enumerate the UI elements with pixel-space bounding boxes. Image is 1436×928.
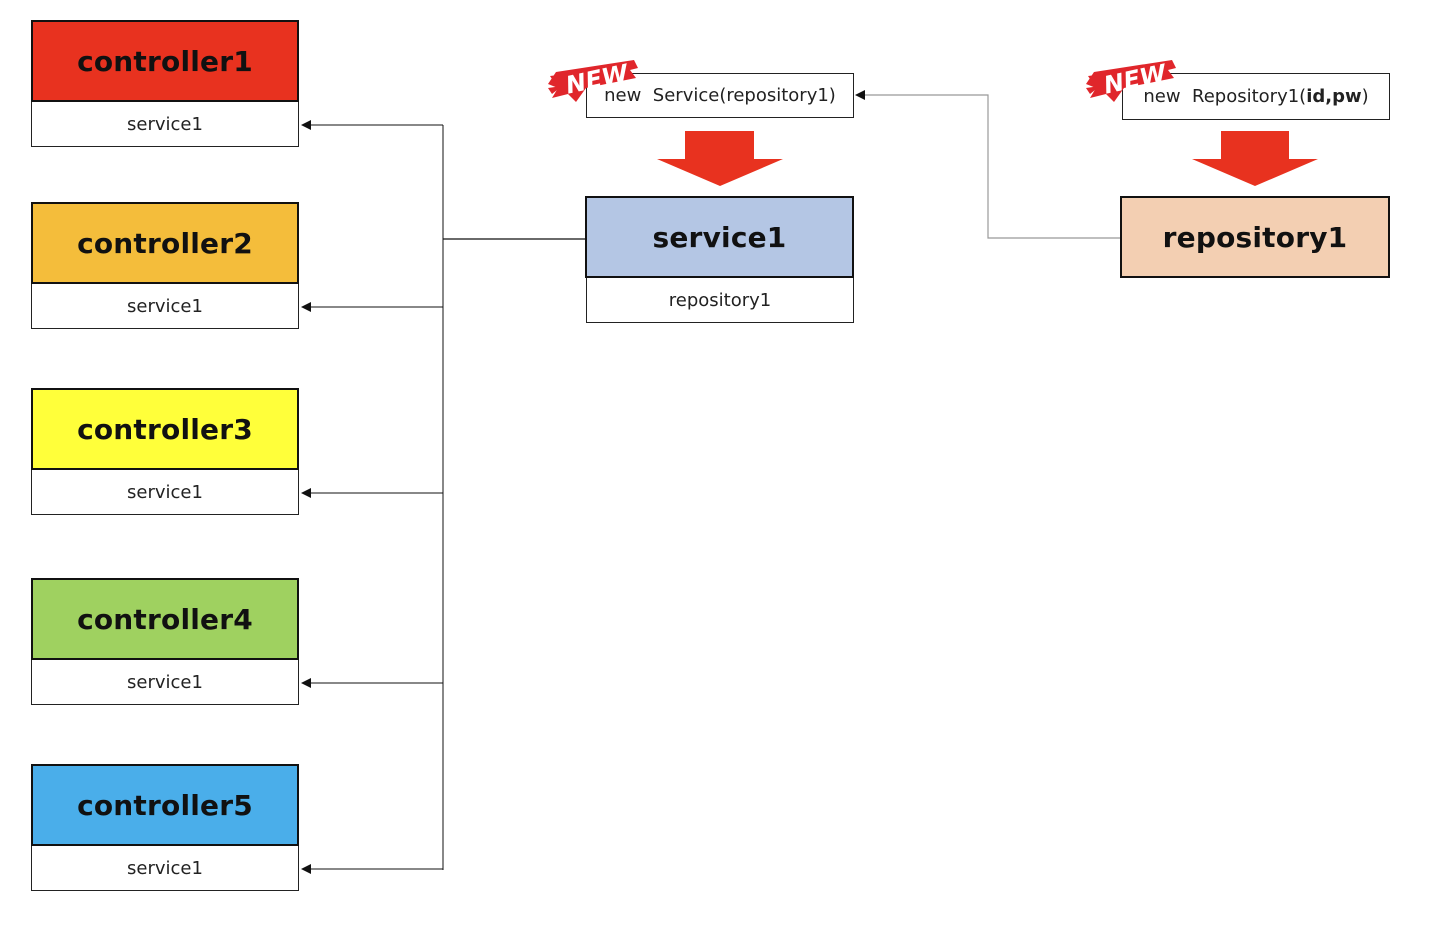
controller5-field-label: service1 bbox=[127, 857, 203, 879]
new-badge-repository-text: NEW bbox=[1101, 59, 1170, 100]
down-arrow-repository bbox=[1192, 131, 1318, 186]
new-badge-repository-brush bbox=[1086, 60, 1176, 102]
controller2-field: service1 bbox=[31, 284, 299, 329]
service1-field-label: repository1 bbox=[668, 289, 772, 311]
controller3-field-label: service1 bbox=[127, 481, 203, 503]
new-badge-service-brush bbox=[548, 60, 638, 102]
repository-constructor-suffix: ) bbox=[1361, 86, 1369, 107]
controller1-field-label: service1 bbox=[127, 113, 203, 135]
controller3-box[interactable]: controller3 bbox=[31, 388, 299, 470]
controller1-field: service1 bbox=[31, 102, 299, 147]
repository-constructor-call: new Repository1(id,pw) bbox=[1122, 73, 1390, 120]
new-badge-repository: NEW bbox=[1086, 59, 1176, 102]
service1-field: repository1 bbox=[586, 278, 854, 323]
down-arrow-service bbox=[657, 131, 783, 186]
controller5-box[interactable]: controller5 bbox=[31, 764, 299, 846]
controller4-label: controller4 bbox=[77, 602, 253, 636]
repository-constructor-args: id,pw bbox=[1306, 86, 1362, 107]
controller2-box[interactable]: controller2 bbox=[31, 202, 299, 284]
service-constructor-text: new Service(repository1) bbox=[604, 85, 836, 106]
new-badge-service-tail bbox=[548, 74, 566, 94]
controller4-field: service1 bbox=[31, 660, 299, 705]
controller2-label: controller2 bbox=[77, 226, 253, 260]
repository-injection-line bbox=[855, 90, 1121, 239]
controller3-label: controller3 bbox=[77, 412, 253, 446]
controller4-field-label: service1 bbox=[127, 671, 203, 693]
controller3-field: service1 bbox=[31, 470, 299, 515]
service1-box[interactable]: service1 bbox=[585, 196, 854, 278]
repository1-label: repository1 bbox=[1162, 220, 1348, 254]
new-badge-service-text: NEW bbox=[563, 59, 632, 100]
controller2-field-label: service1 bbox=[127, 295, 203, 317]
new-badge-service: NEW bbox=[548, 59, 638, 102]
service1-label: service1 bbox=[652, 220, 787, 254]
controller4-box[interactable]: controller4 bbox=[31, 578, 299, 660]
controller5-field: service1 bbox=[31, 846, 299, 891]
repository1-box[interactable]: repository1 bbox=[1120, 196, 1390, 278]
new-badge-repository-tail bbox=[1086, 74, 1104, 94]
controller1-box[interactable]: controller1 bbox=[31, 20, 299, 102]
service-constructor-call: new Service(repository1) bbox=[586, 73, 854, 118]
controller5-label: controller5 bbox=[77, 788, 253, 822]
controller1-label: controller1 bbox=[77, 44, 253, 78]
repository-constructor-prefix: new Repository1( bbox=[1143, 86, 1307, 107]
